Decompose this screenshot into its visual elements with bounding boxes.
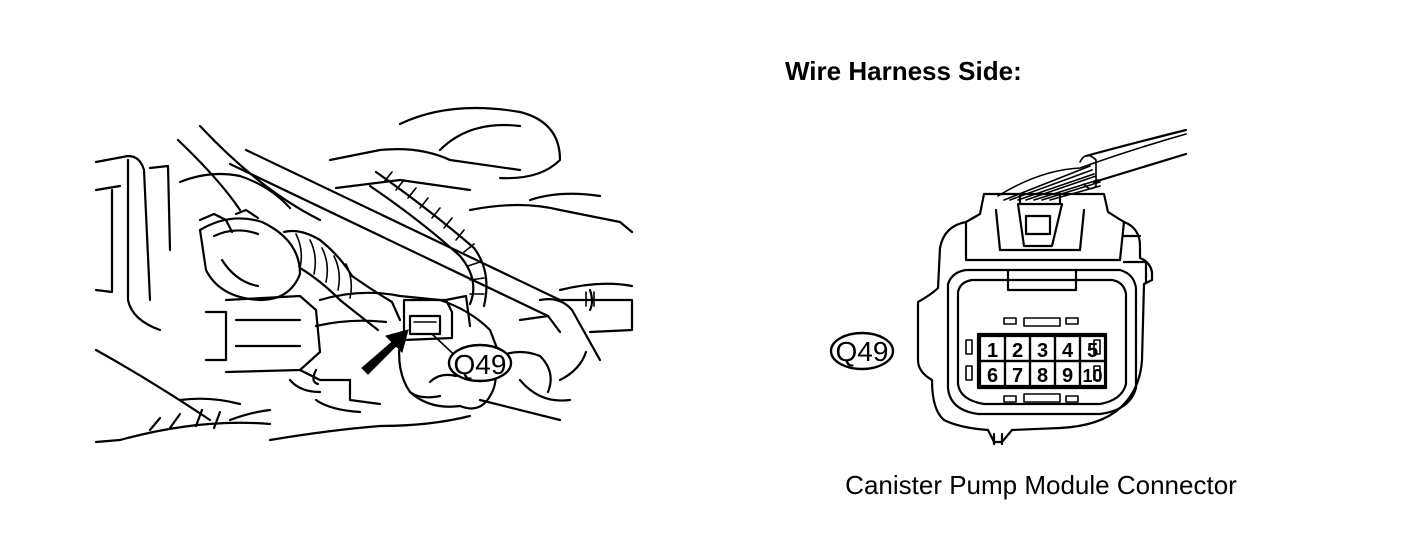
- connector-code-label-face: Q49: [836, 336, 889, 367]
- pin-label: 2: [1012, 340, 1023, 362]
- connector-code-oval: [447, 343, 513, 383]
- pin-label: 6: [987, 365, 998, 387]
- connector-housing: [916, 192, 1154, 446]
- pin-label: 9: [1062, 365, 1073, 387]
- pin-label: 7: [1012, 365, 1023, 387]
- pin-label: 4: [1062, 340, 1074, 362]
- pin-label: 1: [987, 340, 998, 362]
- pin-grid: 1 2 3 4 5 6 7 8 9 10: [978, 334, 1107, 388]
- location-arrow-icon: [361, 329, 409, 375]
- pin-label: 10: [1082, 366, 1102, 386]
- connector-code-oval: [829, 331, 895, 371]
- heading: Wire Harness Side:: [785, 56, 1022, 86]
- pin-cell: [1078, 359, 1107, 388]
- engine-bay-illustration: Q49: [94, 106, 634, 444]
- caption: Canister Pump Module Connector: [845, 470, 1237, 500]
- pin-label: 5: [1087, 340, 1098, 362]
- wire-bundle: [997, 128, 1188, 201]
- connector-code-label-engine: Q49: [454, 349, 507, 380]
- pin-label: 8: [1037, 365, 1048, 387]
- pin-label: 3: [1037, 340, 1048, 362]
